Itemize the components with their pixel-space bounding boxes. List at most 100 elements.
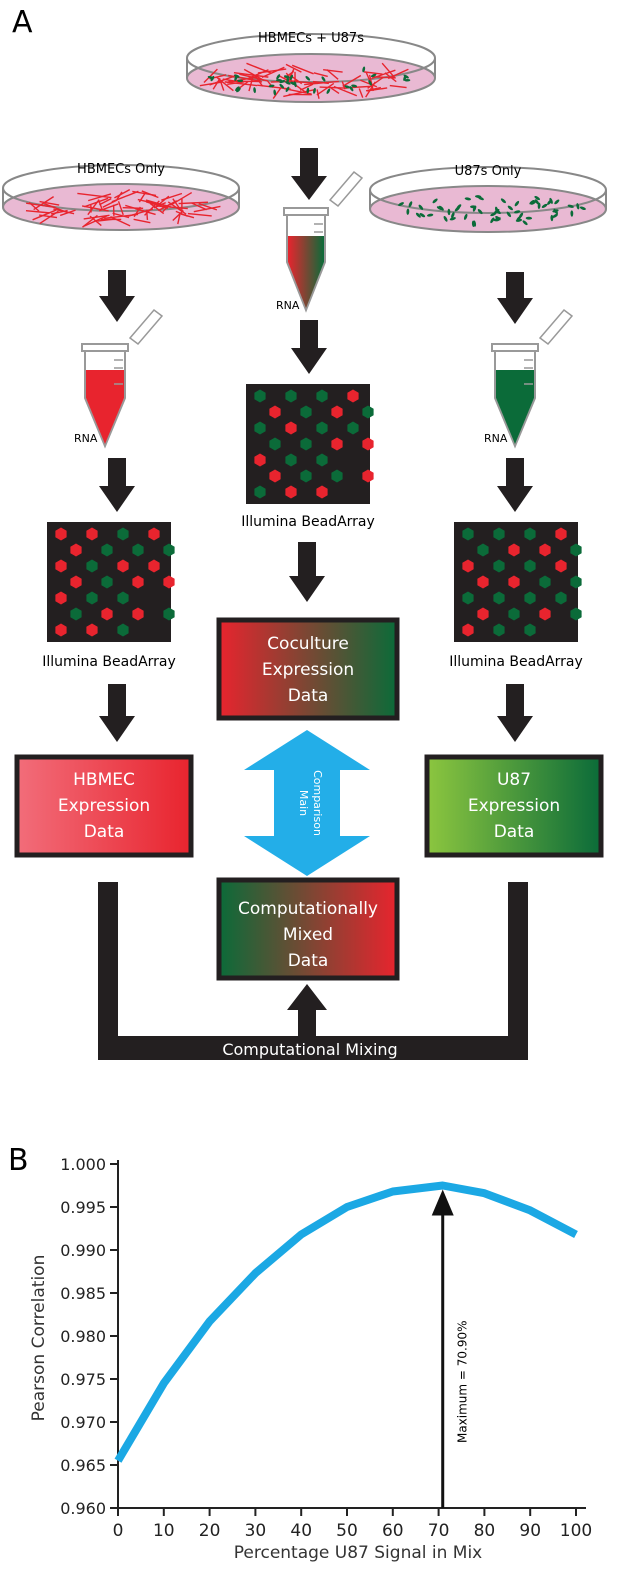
glioma-cell	[515, 218, 523, 222]
endothelial-fiber	[28, 201, 40, 212]
bead	[316, 485, 328, 499]
rna-label-hbmec: RNA	[74, 432, 98, 445]
glioma-cell	[321, 76, 326, 82]
glioma-cell	[404, 78, 411, 82]
y-tick-label: 0.965	[60, 1456, 106, 1475]
panel-b-label: B	[8, 1143, 29, 1178]
bead	[555, 527, 567, 541]
bead	[493, 559, 505, 573]
glioma-cell	[549, 197, 553, 204]
endothelial-fiber	[81, 205, 109, 212]
bead	[132, 607, 144, 621]
glioma-cell	[253, 87, 256, 94]
hbmec-line-3: Data	[84, 822, 125, 842]
coculture-line-3: Data	[288, 686, 329, 706]
endothelial-fiber	[360, 79, 378, 88]
bead	[347, 421, 359, 435]
endothelial-fiber	[87, 193, 112, 202]
bead	[254, 453, 266, 467]
rna-label-center: RNA	[276, 299, 300, 312]
glioma-cell	[279, 83, 285, 89]
bead	[555, 591, 567, 605]
glioma-cell	[579, 206, 586, 211]
endothelial-fiber	[32, 209, 57, 221]
endothelial-fiber	[153, 202, 167, 209]
endothelial-fiber	[209, 74, 237, 86]
endothelial-fiber	[137, 198, 170, 208]
y-tick-label: 0.960	[60, 1499, 106, 1518]
u87-line-3: Data	[494, 822, 535, 842]
bead	[462, 623, 474, 637]
bead	[285, 453, 297, 467]
arrow-down-center-2	[291, 320, 327, 374]
glioma-cell	[408, 201, 413, 208]
bead	[462, 591, 474, 605]
endothelial-fiber	[312, 80, 329, 85]
endothelial-fiber	[178, 201, 209, 205]
endothelial-fiber	[191, 202, 207, 211]
u87-line-2: Expression	[468, 796, 560, 816]
endothelial-fiber	[251, 73, 263, 83]
glioma-cell	[418, 204, 424, 210]
endothelial-fiber	[83, 215, 108, 227]
endothelial-fiber	[287, 80, 318, 85]
hbmec-line-2: Expression	[58, 796, 150, 816]
glioma-cell	[406, 208, 410, 215]
bead	[117, 623, 129, 637]
y-tick-label: 0.975	[60, 1370, 106, 1389]
computational-mixing-bracket: Computational Mixing	[98, 882, 528, 1060]
glioma-cell	[305, 76, 311, 81]
bead	[524, 527, 536, 541]
bead	[132, 543, 144, 557]
endothelial-fiber	[110, 216, 131, 227]
chart-series	[114, 1181, 578, 1463]
endothelial-fiber	[371, 69, 396, 80]
bead	[70, 607, 82, 621]
maximum-annotation: Maximum = 70.90%	[431, 1189, 470, 1508]
endothelial-fiber	[149, 202, 165, 215]
bead	[148, 527, 160, 541]
rna-label-u87: RNA	[484, 432, 508, 445]
glioma-cell	[306, 87, 310, 94]
bead	[508, 575, 520, 589]
bead	[269, 437, 281, 451]
bead	[362, 469, 374, 483]
glioma-cell	[273, 89, 277, 96]
bead	[285, 421, 297, 435]
bead	[462, 527, 474, 541]
endothelial-fiber	[77, 192, 112, 199]
workflow-diagram: A HBMECs + U87s HBMECs Only U87s Only	[2, 5, 607, 1060]
bead	[462, 559, 474, 573]
coculture-line-2: Expression	[262, 660, 354, 680]
glioma-cell	[419, 213, 426, 218]
endothelial-fiber	[161, 192, 183, 201]
glioma-cell	[449, 217, 456, 221]
mixed-line-2: Mixed	[283, 925, 333, 945]
glioma-cell	[234, 75, 238, 81]
bead	[254, 421, 266, 435]
glioma-cell	[235, 86, 240, 92]
endothelial-fiber	[172, 210, 184, 222]
computationally-mixed-box: Computationally Mixed Data	[216, 877, 400, 981]
glioma-cell	[447, 208, 451, 216]
glioma-cell	[326, 88, 331, 94]
endothelial-fiber	[53, 208, 75, 215]
endothelial-fiber	[323, 68, 343, 73]
x-tick-label: 70	[428, 1521, 450, 1541]
bead	[570, 543, 582, 557]
endothelial-fiber	[384, 72, 397, 83]
bead	[132, 575, 144, 589]
endothelial-fiber	[342, 74, 362, 87]
endothelial-fiber	[329, 86, 340, 95]
endothelial-fiber	[365, 86, 382, 92]
coculture-line-1: Coculture	[267, 634, 349, 654]
glioma-cell	[490, 212, 497, 217]
endothelial-fiber	[363, 71, 383, 75]
rna-tube-hbmec: RNA	[74, 308, 164, 449]
glioma-cell	[493, 218, 500, 222]
glioma-cell	[285, 81, 291, 85]
endothelial-fiber	[187, 212, 212, 217]
glioma-cell	[576, 203, 580, 210]
bead	[524, 591, 536, 605]
endothelial-fiber	[25, 209, 50, 214]
